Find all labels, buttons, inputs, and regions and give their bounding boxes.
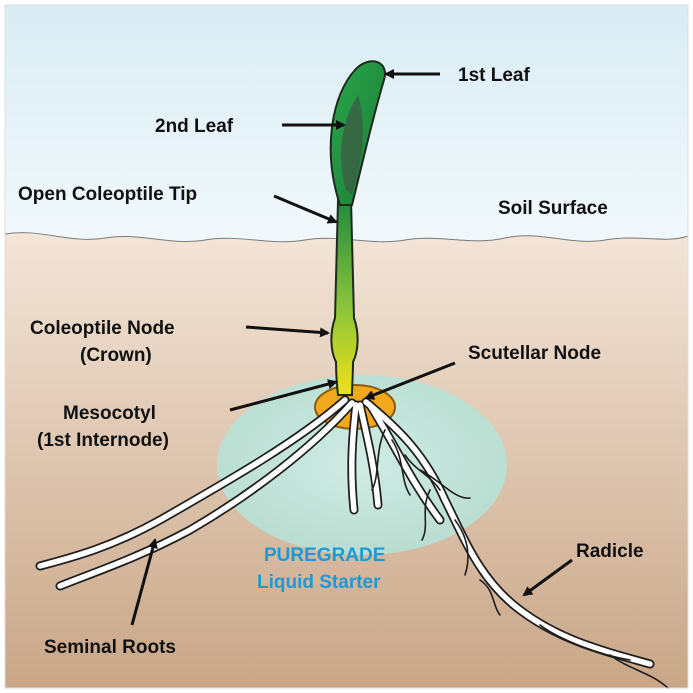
label-second-leaf: 2nd Leaf [155,116,234,137]
label-first-internode: (1st Internode) [37,430,169,451]
label-open-coleoptile-tip: Open Coleoptile Tip [18,184,197,205]
label-crown: (Crown) [80,345,152,366]
label-liquid-starter: Liquid Starter [257,572,381,593]
label-radicle: Radicle [576,541,644,562]
label-seminal-roots: Seminal Roots [44,637,176,658]
label-soil-surface: Soil Surface [498,198,608,219]
label-scutellar-node: Scutellar Node [468,343,601,364]
label-first-leaf: 1st Leaf [458,65,530,86]
label-puregrade: PUREGRADE [264,545,385,566]
label-coleoptile-node: Coleoptile Node [30,318,175,339]
label-mesocotyl: Mesocotyl [63,403,156,424]
